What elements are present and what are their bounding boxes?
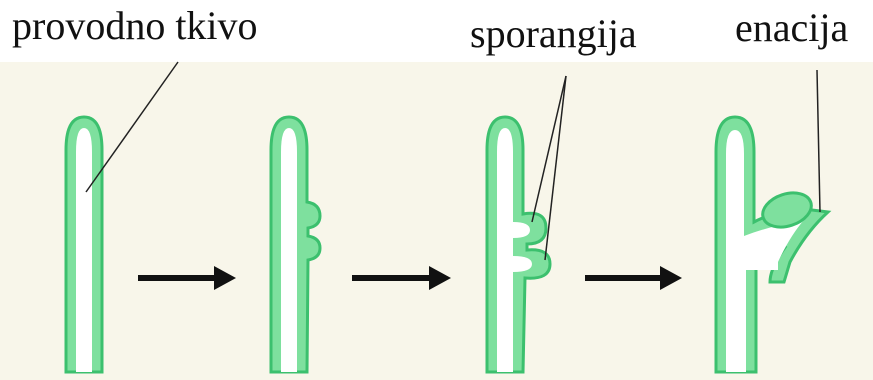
stage-1-axis [66,117,102,372]
stage-3-tissue [487,117,550,372]
leader-sporangija-1 [532,76,566,222]
stage-1-core [76,128,92,372]
leader-lines [86,62,820,260]
label-sporangia: sporangija [470,14,637,54]
leader-sporangija-2 [545,76,566,260]
stage-2-core [281,128,297,372]
stage-4-axis [716,117,828,372]
arrow-2 [352,266,451,290]
stage-3-axis [487,117,550,372]
leader-enacija [817,70,820,212]
arrow-3 [585,266,682,290]
arrow-1 [138,266,236,290]
label-vascular-tissue: provodno tkivo [12,6,258,46]
label-enation: enacija [735,8,848,48]
stage-2-axis [271,117,320,372]
